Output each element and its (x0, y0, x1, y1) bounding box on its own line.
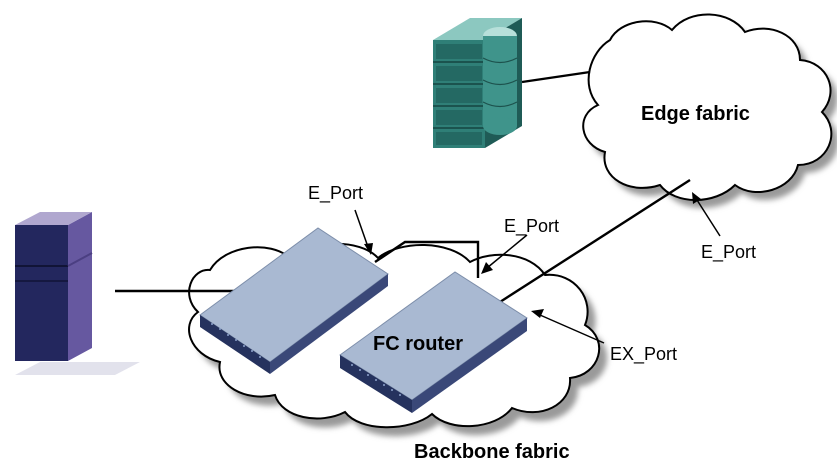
ex-port-label: EX_Port (610, 344, 677, 365)
isl-switch-to-router-link (374, 240, 480, 278)
e-port-edge-label: E_Port (701, 242, 756, 263)
storage-array-icon (433, 18, 522, 148)
e-port-switch-pointer (354, 209, 373, 255)
router-to-edge-fabric-link (499, 178, 691, 304)
port-pointers (354, 192, 721, 344)
fc-router-icon (339, 271, 528, 413)
connections (115, 70, 691, 304)
storage-to-edge-fabric-link (521, 70, 591, 84)
backbone-fabric-label: Backbone fabric (414, 441, 570, 463)
host-server-icon (15, 212, 140, 375)
edge-fabric-cloud (582, 13, 837, 208)
e-port-edge-pointer (692, 192, 721, 237)
fc-router-label: FC router (373, 333, 463, 355)
e-port-switch-label: E_Port (308, 183, 363, 204)
edge-fabric-label: Edge fabric (641, 103, 750, 125)
fc-switch-icon (199, 227, 389, 374)
ex-port-pointer (531, 309, 605, 344)
e-port-router-label: E_Port (504, 216, 559, 237)
e-port-router-pointer (481, 234, 528, 274)
